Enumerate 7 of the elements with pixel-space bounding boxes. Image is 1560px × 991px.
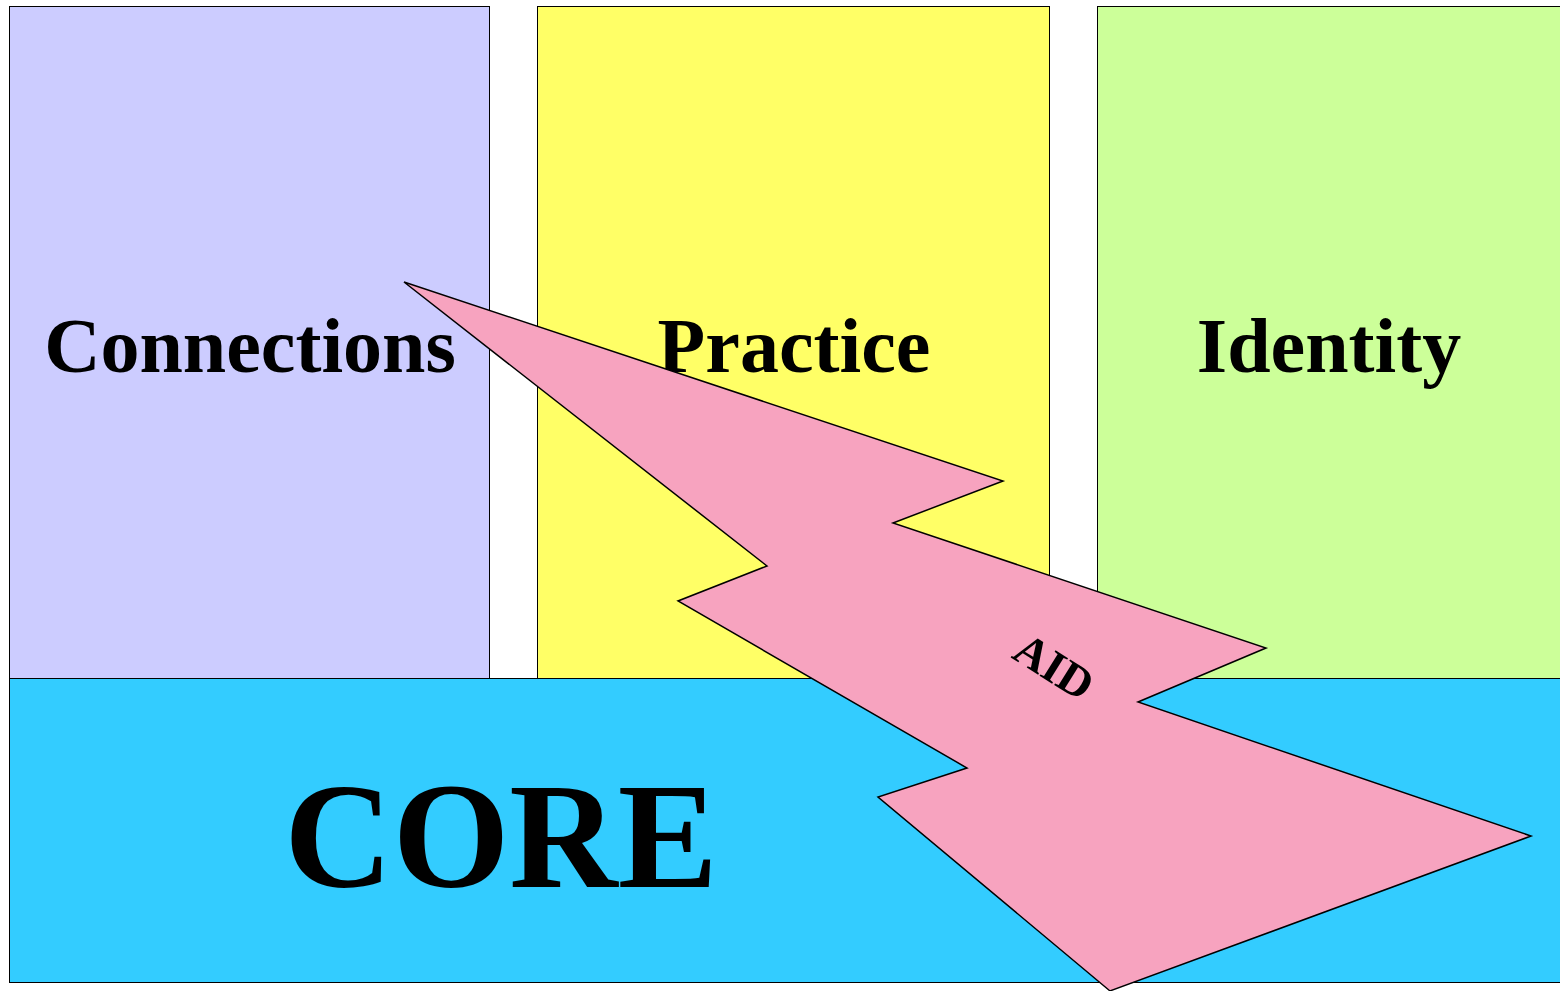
column-box [1097, 6, 1560, 679]
column-box [9, 6, 490, 679]
column-title: Connections [44, 301, 456, 391]
bolt-label: AID [1004, 621, 1104, 711]
band-title: CORE [284, 752, 718, 921]
column-title: Identity [1196, 301, 1462, 391]
column-title: Practice [657, 301, 931, 391]
